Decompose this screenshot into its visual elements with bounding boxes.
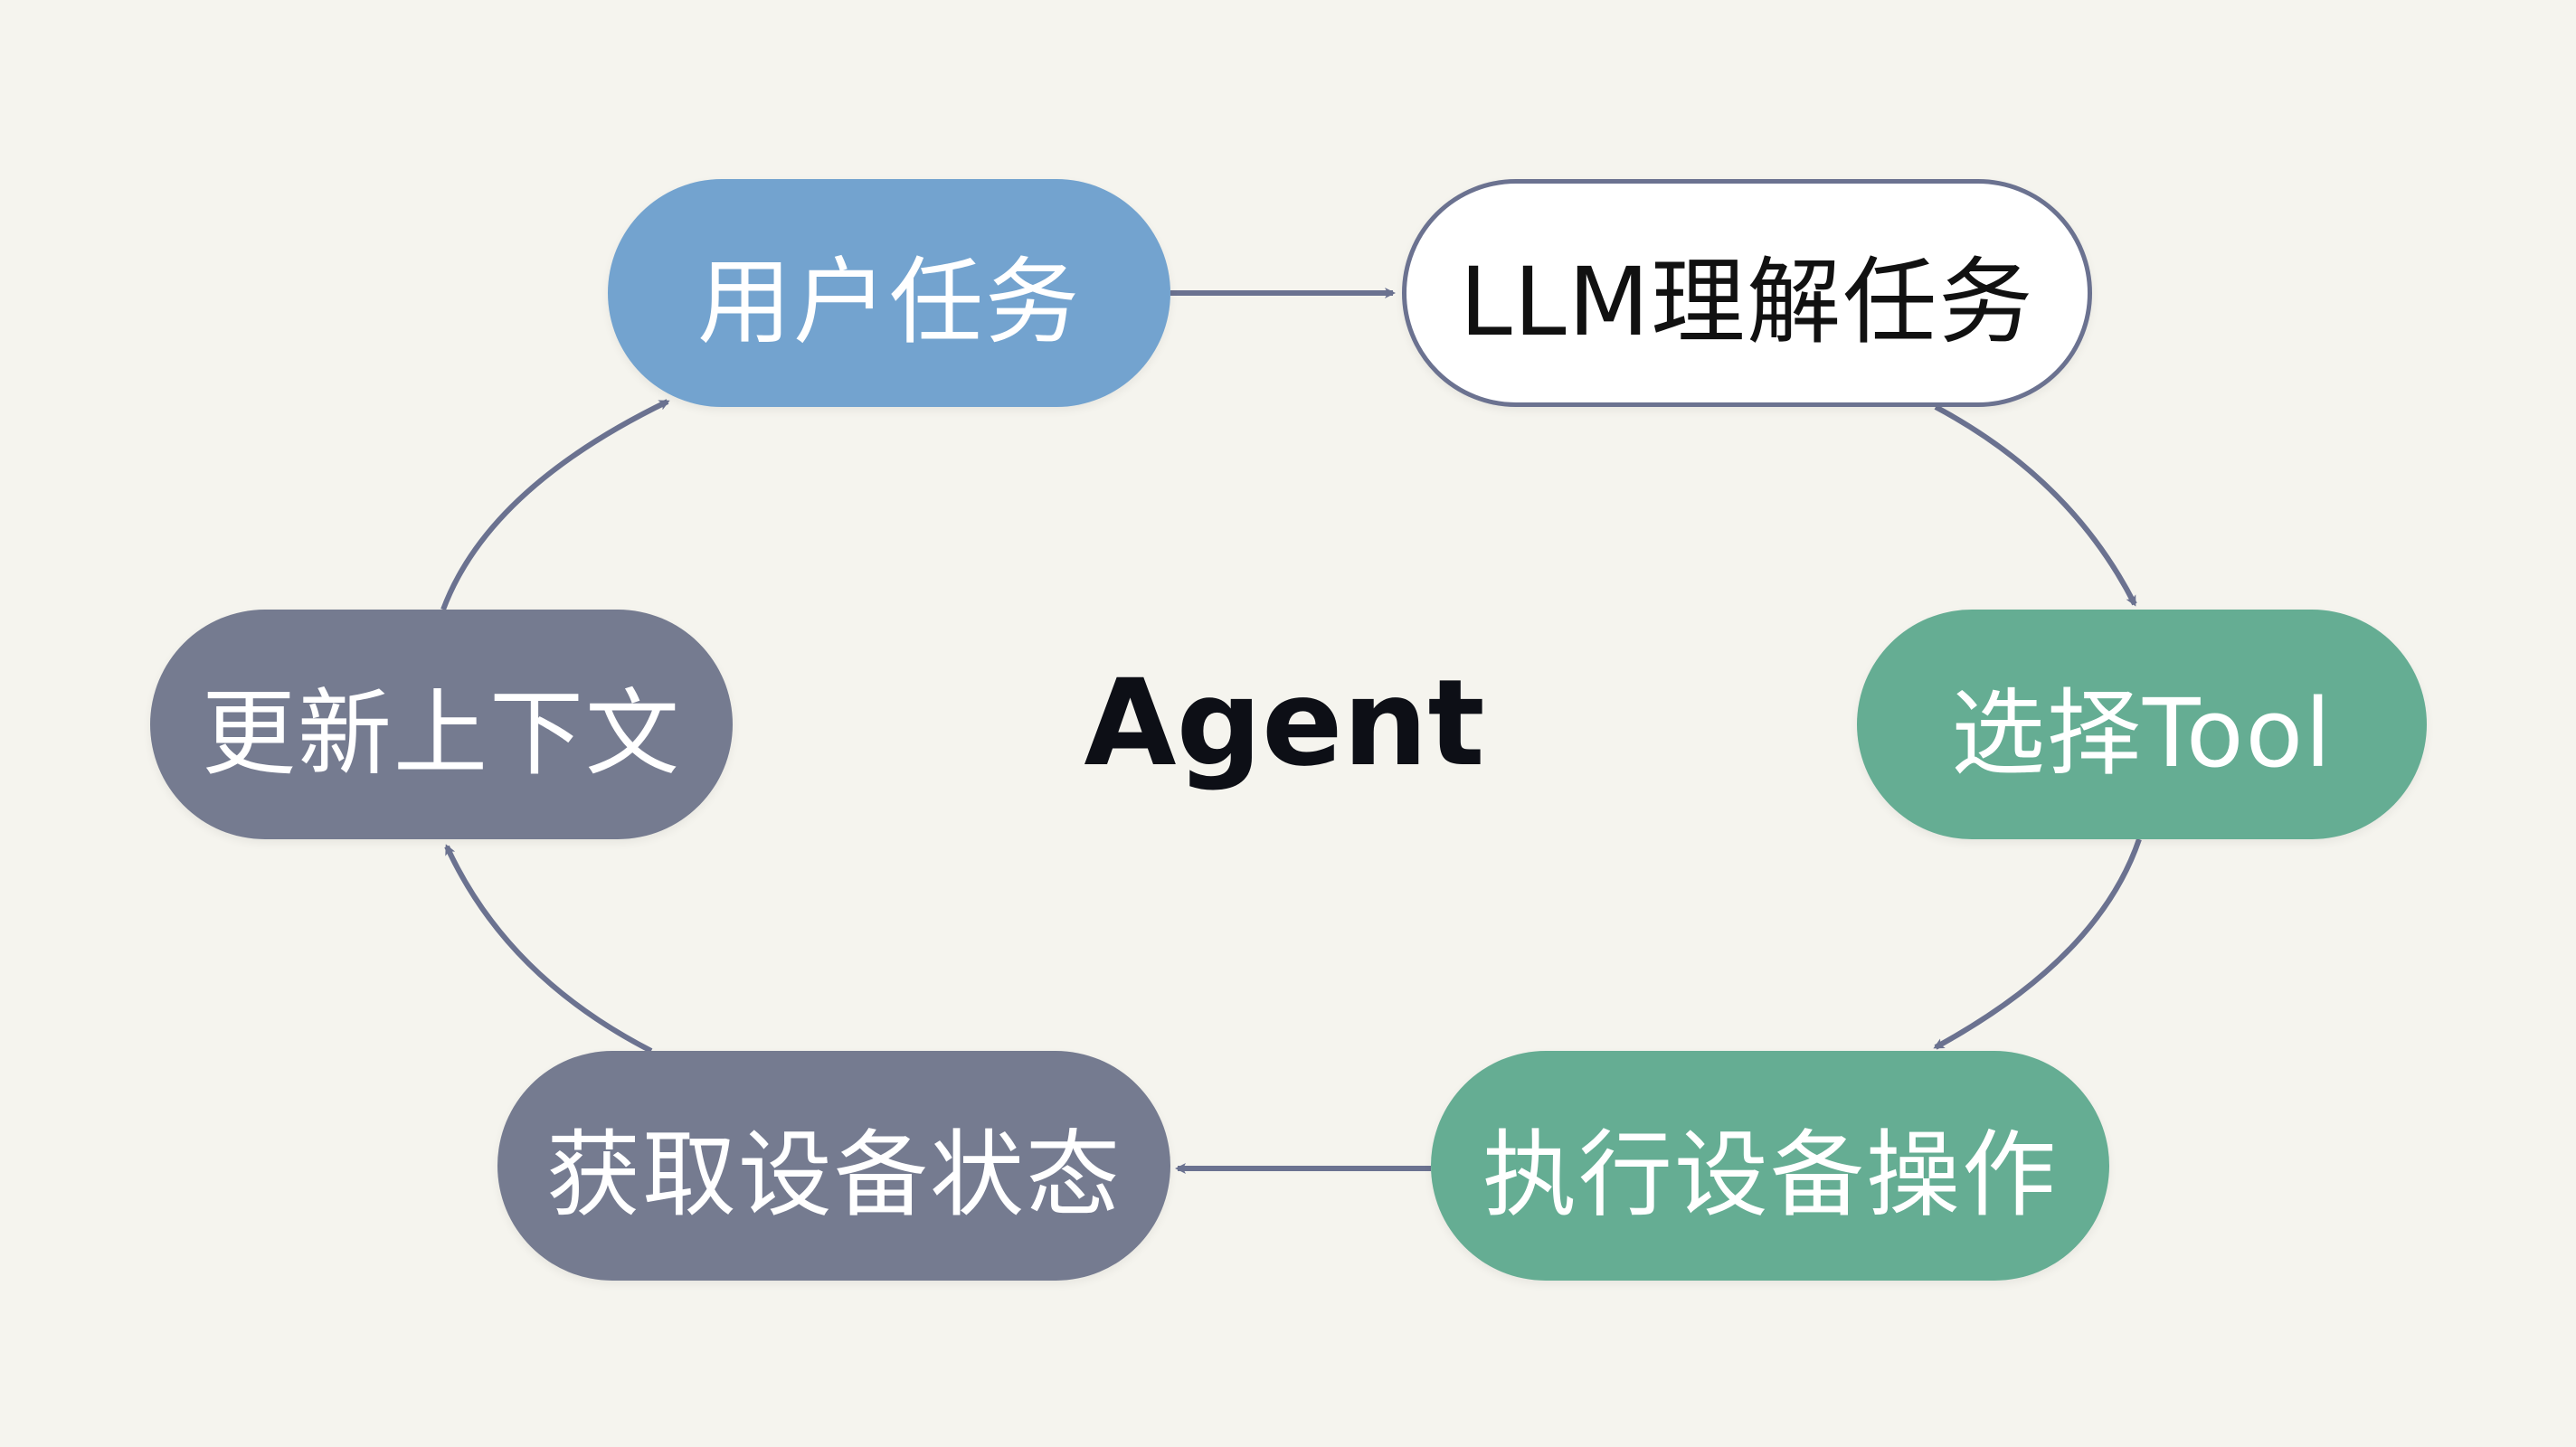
arrow-context-to-user: [440, 399, 670, 611]
node-get-device-state: 获取设备状态: [497, 1051, 1170, 1281]
node-execute-label: 执行设备操作: [1482, 1119, 2058, 1230]
node-llm-understand-task: LLM理解任务: [1402, 179, 2092, 407]
center-title: Agent: [1084, 654, 1485, 793]
arrow-select-to-execute: [1933, 838, 2142, 1050]
arrow-state-to-context: [444, 844, 653, 1054]
node-select-tool-label: 选择Tool: [1950, 677, 2333, 789]
node-update-context-label: 更新上下文: [201, 677, 681, 789]
node-llm-label: LLM理解任务: [1459, 246, 2035, 357]
node-user-task-label: 用户任务: [696, 246, 1081, 357]
node-select-tool: 选择Tool: [1857, 610, 2427, 839]
node-update-context: 更新上下文: [150, 610, 733, 839]
arrow-llm-to-select: [1934, 404, 2137, 607]
node-execute-device-operation: 执行设备操作: [1431, 1051, 2109, 1281]
node-get-state-label: 获取设备状态: [545, 1119, 1122, 1230]
node-user-task: 用户任务: [608, 179, 1170, 407]
